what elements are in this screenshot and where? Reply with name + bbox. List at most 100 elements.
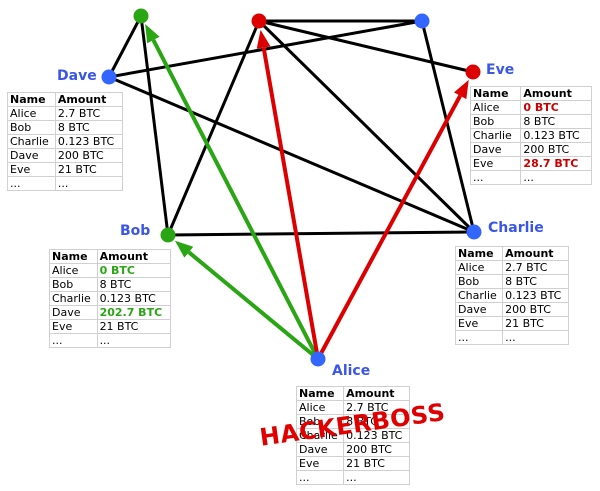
ledger-name-cell: Bob — [7, 120, 56, 135]
ledger-name-cell: ... — [469, 170, 522, 185]
node-label-bob: Bob — [120, 223, 151, 239]
ledger-name-cell: ... — [7, 176, 56, 191]
ledger-amount-cell: 8 BTC — [520, 114, 592, 129]
ledger-amount-cell: 21 BTC — [502, 316, 569, 331]
node-label-charlie: Charlie — [488, 220, 544, 236]
node-top-green — [133, 8, 149, 24]
arrowhead-alice-top-red — [256, 29, 271, 49]
ledger-name-cell: ... — [454, 330, 504, 345]
ledger-header-name: Name — [454, 246, 504, 261]
edge-bob-charlie — [167, 230, 475, 237]
ledger-amount-cell: ... — [96, 333, 172, 348]
ledger-name-cell: Charlie — [7, 134, 56, 149]
ledger-name-cell: Eve — [295, 456, 345, 471]
ledger-row: ...... — [469, 170, 592, 185]
node-charlie — [466, 224, 482, 240]
ledger-amount-cell: 202.7 BTC — [96, 305, 172, 320]
node-bob — [160, 227, 176, 243]
ledger-header-amount: Amount — [343, 386, 410, 401]
ledger-name-cell: Dave — [469, 142, 522, 157]
ledger-name-cell: Alice — [469, 100, 522, 115]
ledger-amount-cell: 21 BTC — [54, 162, 124, 177]
ledger-amount-cell: 0.123 BTC — [343, 428, 410, 443]
ledger-amount-cell: ... — [502, 330, 569, 345]
ledger-name-cell: ... — [49, 333, 98, 348]
ledger-amount-cell: 0 BTC — [96, 263, 172, 278]
ledger-header-name: Name — [469, 86, 522, 101]
ledger-name-cell: Bob — [454, 274, 504, 289]
ledger-amount-cell: 21 BTC — [343, 456, 410, 471]
ledger-amount-cell: 0 BTC — [520, 100, 592, 115]
node-top-blue — [414, 13, 430, 29]
node-label-alice: Alice — [332, 363, 371, 379]
edge-top-blue-charlie — [420, 20, 476, 233]
edge-dave-charlie — [108, 75, 475, 234]
ledger-name-cell: Eve — [469, 156, 522, 171]
ledger-amount-cell: 2.7 BTC — [343, 400, 410, 415]
nodes-layer — [101, 8, 482, 367]
arrowhead-alice-eve — [454, 79, 469, 100]
ledger-header-name: Name — [295, 386, 345, 401]
ledger-name-cell: Eve — [49, 319, 98, 334]
ledger-amount-cell: 2.7 BTC — [54, 106, 124, 121]
ledger-name-cell: Eve — [454, 316, 504, 331]
ledger-amount-cell: 8 BTC — [54, 120, 124, 135]
ledger-name-cell: Alice — [7, 106, 56, 121]
edge-top-red-eve — [258, 19, 474, 74]
ledger-amount-cell: 28.7 BTC — [520, 156, 592, 171]
transactions-layer — [145, 23, 469, 361]
ledger-name-cell: Alice — [454, 260, 504, 275]
ledger-name-cell: Alice — [49, 263, 98, 278]
ledger-amount-cell: ... — [343, 470, 410, 485]
ledger-header-amount: Amount — [54, 92, 124, 107]
ledger-row: ...... — [49, 333, 172, 348]
ledger-header-amount: Amount — [520, 86, 592, 101]
transaction-arrow-alice-bob — [187, 250, 320, 361]
arrowhead-alice-top-green — [145, 23, 160, 44]
node-top-red — [251, 13, 267, 29]
ledger-header-amount: Amount — [502, 246, 569, 261]
ledger-amount-cell: 200 BTC — [54, 148, 124, 163]
ledger-row: ...... — [295, 470, 410, 485]
arrowhead-alice-bob — [174, 240, 194, 258]
node-dave — [101, 69, 117, 85]
node-label-dave: Dave — [57, 68, 97, 84]
ledger-name-cell: Bob — [469, 114, 522, 129]
edge-top-red-bob — [166, 20, 261, 236]
ledger-amount-cell: 0.123 BTC — [54, 134, 124, 149]
transaction-arrow-alice-top-green — [151, 39, 320, 360]
edge-top-green-bob — [139, 15, 170, 236]
ledger-name-cell: Bob — [49, 277, 98, 292]
ledger-name-cell: ... — [295, 470, 345, 485]
edges-layer — [107, 15, 476, 237]
ledger-name-cell: Dave — [7, 148, 56, 163]
ledger-name-cell: Dave — [454, 302, 504, 317]
ledger-amount-cell: 200 BTC — [520, 142, 592, 157]
ledger-name-cell: Charlie — [469, 128, 522, 143]
ledger-row: ...... — [7, 176, 124, 191]
ledger-amount-cell: ... — [520, 170, 592, 185]
node-eve — [465, 64, 481, 80]
